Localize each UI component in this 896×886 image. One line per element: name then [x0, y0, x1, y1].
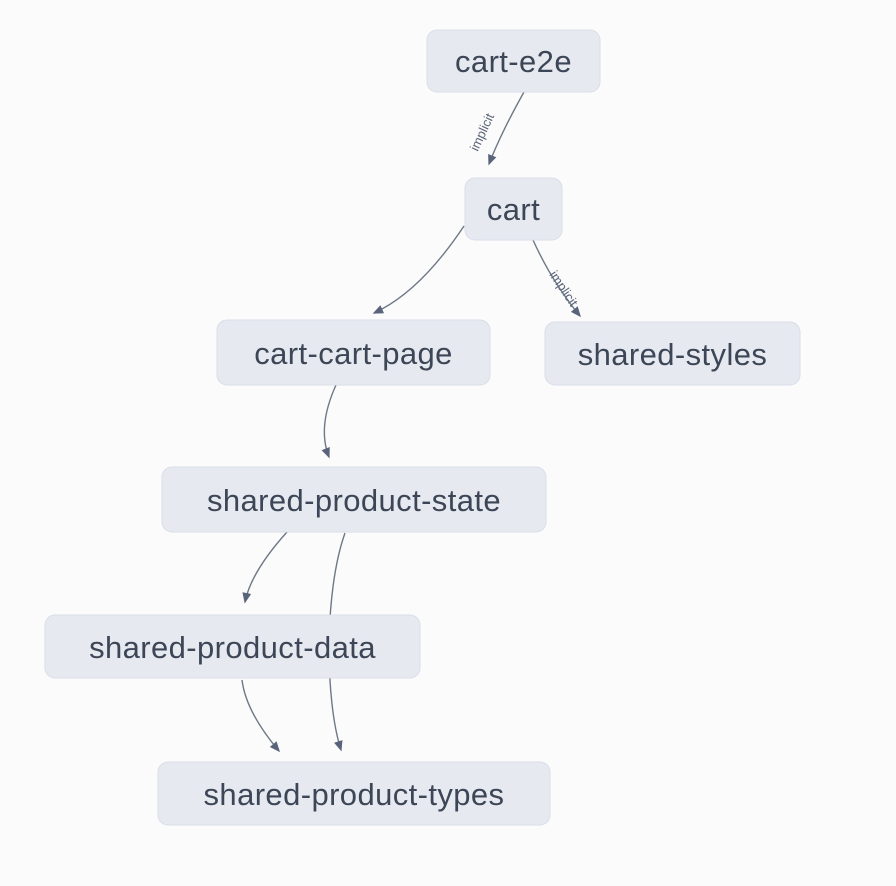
- node-box: [44, 614, 421, 679]
- node-shared-product-types[interactable]: shared-product-types: [157, 761, 551, 826]
- node-box: [216, 319, 491, 386]
- node-box: [426, 29, 601, 93]
- edge-cart-to-cart-cart-page[interactable]: [372, 225, 465, 314]
- node-label: shared-product-data: [89, 630, 376, 665]
- edge-shared-product-state-to-shared-product-data[interactable]: [242, 531, 288, 604]
- node-label: shared-product-types: [204, 777, 505, 812]
- node-label: cart-e2e: [455, 44, 572, 79]
- node-label: shared-product-state: [207, 483, 501, 518]
- node-shared-product-state[interactable]: shared-product-state: [161, 466, 547, 533]
- edge-label-implicit: implicit: [546, 268, 581, 310]
- node-cart-e2e[interactable]: cart-e2e: [426, 29, 601, 93]
- node-box: [464, 177, 563, 241]
- node-box: [544, 321, 801, 386]
- node-cart[interactable]: cart: [464, 177, 563, 241]
- edge-cart-cart-page-to-shared-product-state[interactable]: [321, 384, 337, 459]
- edge-shared-product-data-to-shared-product-types[interactable]: [241, 679, 280, 753]
- edge-label-implicit: implicit: [467, 111, 498, 154]
- node-layer: cart-e2e cart cart-cart-page shared-styl…: [44, 29, 801, 826]
- node-label: cart-cart-page: [254, 336, 453, 371]
- edge-cart-to-shared-styles[interactable]: [532, 239, 581, 318]
- node-shared-product-data[interactable]: shared-product-data: [44, 614, 421, 679]
- node-label: cart: [487, 192, 540, 227]
- node-box: [157, 761, 551, 826]
- edge-cart-e2e-to-cart[interactable]: [488, 91, 525, 166]
- node-cart-cart-page[interactable]: cart-cart-page: [216, 319, 491, 386]
- node-label: shared-styles: [578, 337, 768, 372]
- node-shared-styles[interactable]: shared-styles: [544, 321, 801, 386]
- node-box: [161, 466, 547, 533]
